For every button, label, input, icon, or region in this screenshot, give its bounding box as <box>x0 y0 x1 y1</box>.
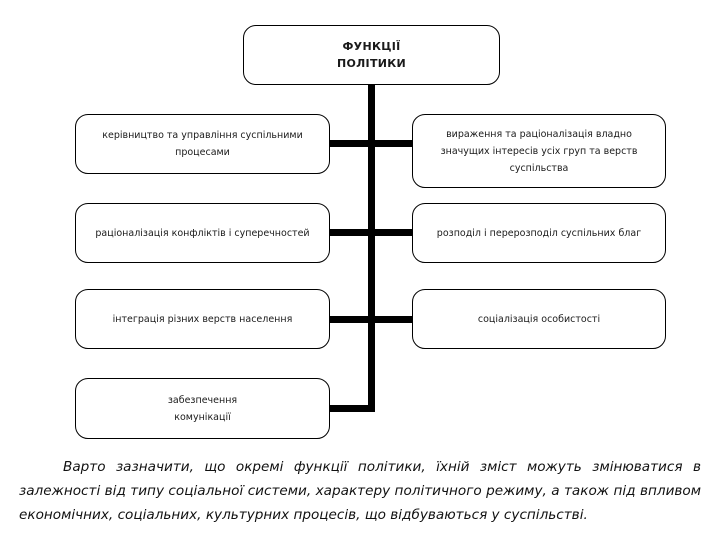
node-functions-of-politics: ФУНКЦІЇ ПОЛІТИКИ <box>243 25 500 85</box>
node-text-line: комунікації <box>174 411 231 423</box>
connector-row1-horizontal <box>329 140 413 147</box>
node-title-line: ФУНКЦІЇ <box>342 40 401 53</box>
node-text-line: значущих інтересів усіх груп та верств <box>440 145 638 157</box>
node-text-line: процесами <box>175 147 230 158</box>
connector-trunk-vertical <box>368 84 375 412</box>
connector-row4-elbow-horizontal <box>329 405 375 412</box>
node-communication-provision: забезпечення комунікації <box>75 378 330 439</box>
note-paragraph: Варто зазначити, що окремі функції політ… <box>19 459 701 523</box>
connector-row2-horizontal <box>329 229 413 236</box>
node-text-line: керівництво та управління суспільними <box>102 130 303 141</box>
node-expression-of-interests: вираження та раціоналізація владно значу… <box>412 114 666 188</box>
node-text-line: соціалізація особистості <box>477 313 601 325</box>
node-text-line: інтеграція різних верств населення <box>112 313 293 325</box>
node-rationalization-of-conflicts: раціоналізація конфліктів і суперечносте… <box>75 203 330 263</box>
node-text-line: забезпечення <box>167 394 238 406</box>
node-text-line: раціоналізація конфліктів і суперечносте… <box>95 227 310 239</box>
node-text-line: розподіл і перерозподіл суспільних благ <box>436 227 642 239</box>
node-integration-of-population: інтеграція різних верств населення <box>75 289 330 349</box>
node-leadership-management: керівництво та управління суспільними пр… <box>75 114 330 174</box>
node-distribution-of-goods: розподіл і перерозподіл суспільних благ <box>412 203 666 263</box>
node-text-line: вираження та раціоналізація владно <box>446 128 632 140</box>
node-text-line: суспільства <box>509 162 569 174</box>
node-title-line: ПОЛІТИКИ <box>336 57 407 70</box>
node-socialization-of-personality: соціалізація особистості <box>412 289 666 349</box>
connector-row3-horizontal <box>329 316 413 323</box>
